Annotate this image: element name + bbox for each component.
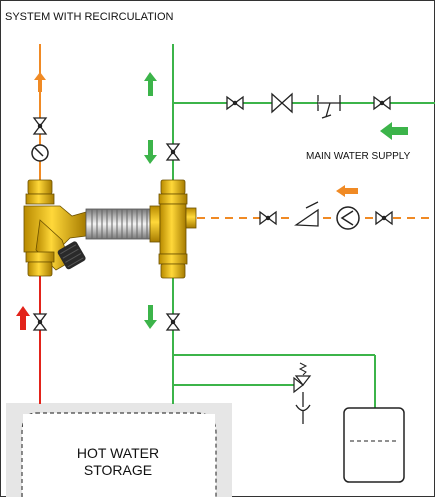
hot-water-storage-tank: HOT WATER STORAGE — [6, 403, 232, 497]
pressure-reducer-icon — [317, 95, 341, 119]
tank-label-line2: STORAGE — [84, 462, 152, 478]
flow-arrows — [16, 72, 408, 330]
flow-arrow-icon — [34, 72, 46, 92]
main-supply-label: MAIN WATER SUPPLY — [306, 151, 411, 162]
gauge-icon — [31, 144, 49, 162]
flow-arrow-icon — [16, 306, 30, 330]
valve-icon — [33, 117, 47, 135]
check-valve-icon — [271, 92, 293, 114]
valve-icon — [373, 96, 391, 110]
flow-arrow-icon — [144, 140, 157, 164]
flow-arrow-icon — [336, 185, 358, 197]
safety-valve-icon — [293, 362, 312, 424]
valve-icon — [375, 211, 393, 225]
flow-arrow-icon — [380, 122, 408, 140]
pump-icon — [336, 206, 360, 230]
thermostatic-mixing-valve-assembly — [23, 179, 197, 279]
valve-icon — [166, 143, 180, 161]
check-valve-icon — [294, 201, 322, 230]
valve-icon — [33, 313, 47, 331]
tank-label-line1: HOT WATER — [77, 445, 159, 461]
flow-arrow-icon — [144, 305, 157, 329]
valve-icon — [259, 211, 277, 225]
valve-icon — [226, 96, 244, 110]
flow-arrow-icon — [144, 72, 157, 96]
expansion-tank-icon — [343, 407, 405, 483]
valve-icon — [166, 313, 180, 331]
diagram-title: SYSTEM WITH RECIRCULATION — [5, 11, 174, 23]
